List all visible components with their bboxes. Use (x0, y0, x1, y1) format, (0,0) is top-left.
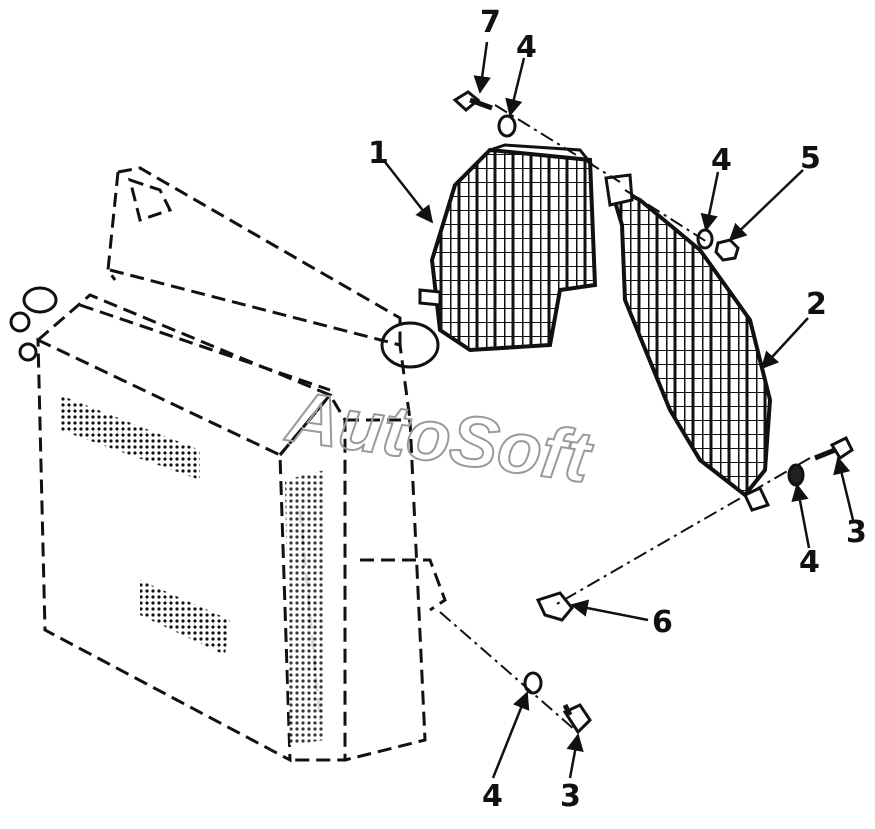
callout-6: 6 (652, 605, 673, 640)
callout-2: 2 (806, 287, 827, 322)
hardware (452, 90, 854, 735)
leader-arrows (384, 41, 855, 779)
callout-7: 7 (480, 5, 501, 40)
callout-3-bottom: 3 (560, 779, 581, 814)
shroud-left-half (418, 143, 598, 353)
callout-4-top: 4 (516, 30, 537, 65)
assembly-lines (439, 104, 811, 731)
callout-1: 1 (368, 136, 389, 171)
radiator-fittings (9, 286, 440, 369)
watermark-text: AutoSoft (281, 376, 598, 498)
callout-4-bottom: 4 (482, 779, 503, 814)
radiator-assembly (36, 166, 447, 763)
callout-5: 5 (800, 141, 821, 176)
callout-3-right: 3 (846, 515, 867, 550)
callout-4-right: 4 (799, 545, 820, 580)
radiator-core-hatching (60, 395, 325, 745)
callout-4-upper-right: 4 (711, 143, 732, 178)
